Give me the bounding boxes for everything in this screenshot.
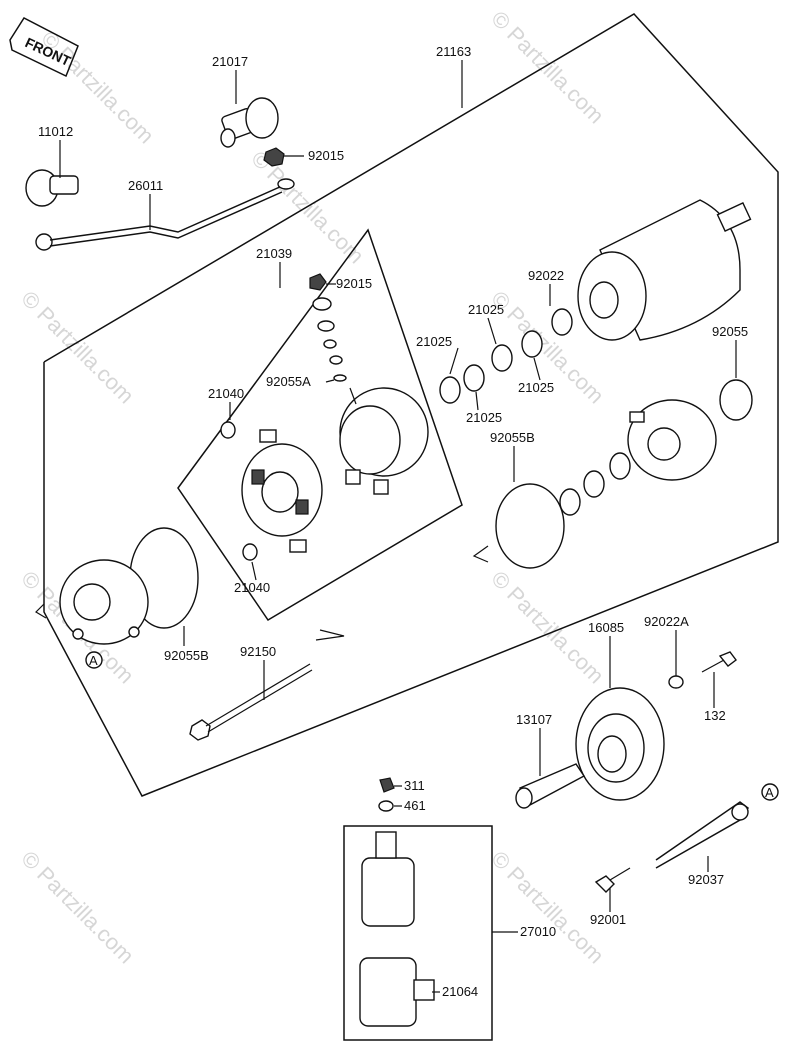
ref-a-left: A <box>85 651 103 669</box>
washer-front <box>609 452 631 480</box>
nut-92015-top <box>263 147 285 167</box>
label-132: 132 <box>704 708 726 723</box>
cable-26011 <box>35 178 295 251</box>
brush-holder-body <box>339 387 429 495</box>
label-21039: 21039 <box>256 246 292 261</box>
brush-holder-outline <box>177 228 463 622</box>
gear-16085 <box>575 687 665 801</box>
washer-front <box>583 470 605 498</box>
label-21025: 21025 <box>518 380 554 395</box>
label-92055A: 92055A <box>266 374 311 389</box>
part-number-labels: 21017 21163 11012 92015 26011 21039 9201… <box>38 44 748 999</box>
motor-yoke <box>577 199 752 341</box>
o-ring-92055 <box>719 379 753 421</box>
bolt-132 <box>701 651 737 673</box>
label-21025: 21025 <box>416 334 452 349</box>
label-21017: 21017 <box>212 54 248 69</box>
washer-21025 <box>463 364 485 392</box>
label-92022: 92022 <box>528 268 564 283</box>
label-21025: 21025 <box>468 302 504 317</box>
label-92015-brush: 92015 <box>336 276 372 291</box>
direction-arrow <box>315 629 345 641</box>
ref-a-label: A <box>89 653 98 668</box>
label-21064: 21064 <box>442 984 478 999</box>
ref-a-label: A <box>765 785 774 800</box>
label-21163: 21163 <box>436 44 471 59</box>
label-92022A: 92022A <box>644 614 689 629</box>
relay-switch <box>361 831 415 927</box>
bracket-92037 <box>655 801 750 869</box>
label-16085: 16085 <box>588 620 624 635</box>
label-11012: 11012 <box>38 124 73 139</box>
ref-a-right: A <box>761 783 779 801</box>
brush-holder-stack <box>309 273 347 382</box>
nut-311 <box>379 777 395 793</box>
washer-21025 <box>521 330 543 358</box>
cap-21017 <box>220 97 279 148</box>
label-92015-top: 92015 <box>308 148 344 163</box>
label-13107: 13107 <box>516 712 552 727</box>
watermark: © Partzilla.com <box>16 286 139 409</box>
relay-boot-21064 <box>359 957 435 1027</box>
leader-lines <box>59 60 737 993</box>
label-92037: 92037 <box>688 872 724 887</box>
watermark: © Partzilla.com <box>16 846 139 969</box>
label-21040-top: 21040 <box>208 386 244 401</box>
washer-461 <box>378 800 394 812</box>
direction-arrow <box>472 545 489 563</box>
o-ring-92055B-right <box>495 483 565 569</box>
label-27010: 27010 <box>520 924 556 939</box>
washer-21025 <box>439 376 461 404</box>
washer-front <box>559 488 581 516</box>
bolt-92150 <box>189 663 313 741</box>
washer-92022 <box>551 308 573 336</box>
label-92055: 92055 <box>712 324 748 339</box>
shaft-13107 <box>515 763 586 809</box>
label-21040-bottom: 21040 <box>234 580 270 595</box>
direction-arrow <box>35 603 47 619</box>
label-92150: 92150 <box>240 644 276 659</box>
rear-cover <box>59 559 149 645</box>
label-92001: 92001 <box>590 912 626 927</box>
label-26011: 26011 <box>128 178 163 193</box>
label-311: 311 <box>404 778 425 793</box>
front-cover <box>627 399 717 481</box>
washer-21025 <box>491 344 513 372</box>
label-92055B-right: 92055B <box>490 430 535 445</box>
starter-relay-outline <box>343 825 493 1041</box>
label-21025: 21025 <box>466 410 502 425</box>
brush-plate <box>241 429 323 553</box>
spring-21040-bottom <box>242 543 258 561</box>
bolt-92001 <box>594 867 631 893</box>
watermark: © Partzilla.com <box>486 846 609 969</box>
starter-assembly-outline <box>43 13 779 797</box>
label-461: 461 <box>404 798 426 813</box>
watermark: © Partzilla.com <box>486 6 609 129</box>
label-92055B-left: 92055B <box>164 648 209 663</box>
washer-92022A <box>668 675 684 689</box>
cap-11012 <box>25 169 79 207</box>
spring-21040-top <box>220 421 236 439</box>
